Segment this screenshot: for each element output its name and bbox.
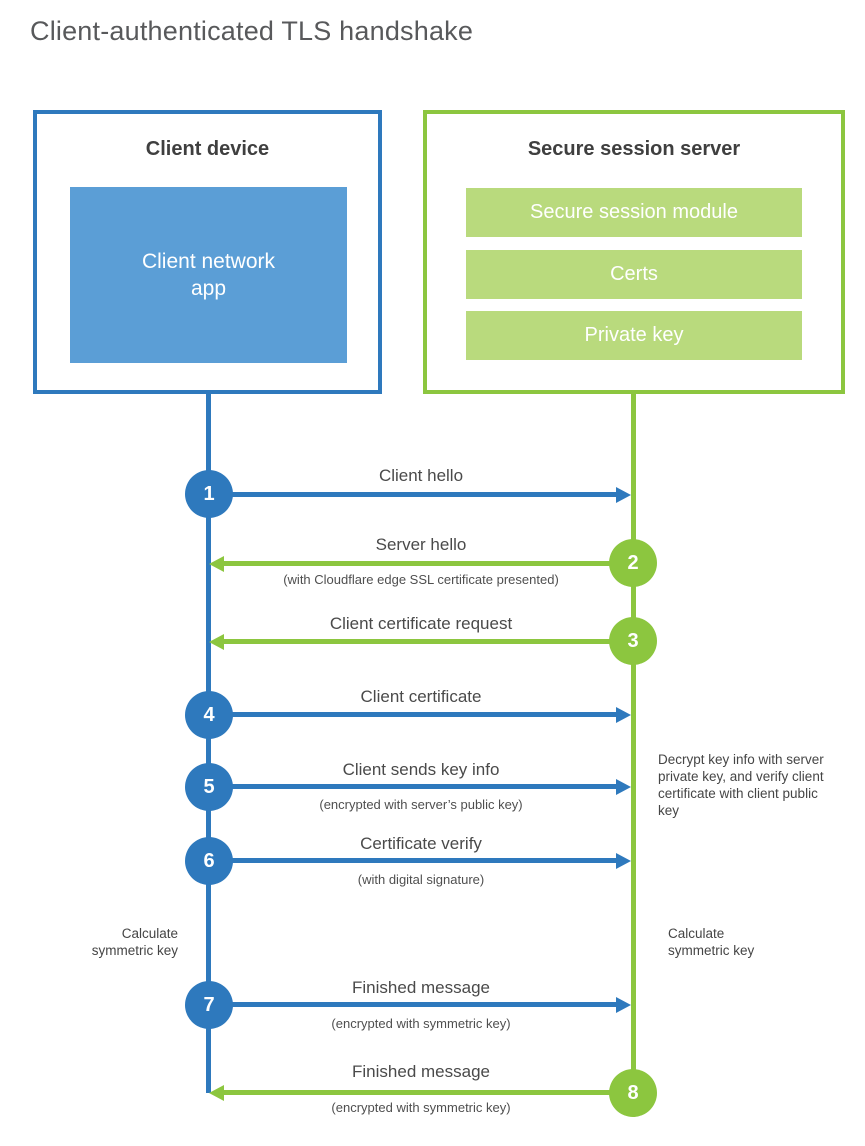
arrow-left-icon [209, 1084, 633, 1101]
arrow-right-icon [209, 852, 631, 869]
step-badge: 4 [185, 691, 233, 739]
step-label: Finished message [352, 978, 490, 997]
server-decrypt-note: Decrypt key info with server private key… [658, 752, 824, 818]
arrow-right-icon [209, 778, 631, 795]
arrow-right-icon [209, 996, 631, 1013]
client-network-app-label: Client network app [141, 249, 276, 300]
step-label: Client certificate [360, 687, 482, 706]
arrow-left-icon [209, 633, 633, 650]
client-device-title: Client device [145, 138, 270, 160]
step-label: Certificate verify [360, 834, 482, 853]
arrow-right-icon [209, 486, 631, 503]
arrow-left-icon [209, 555, 633, 572]
client-network-app-rect: Client network app [70, 187, 347, 363]
client-device-box: Client device Client network app [33, 110, 382, 394]
step-badge: 5 [185, 763, 233, 811]
step-badge: 3 [609, 617, 657, 665]
step-badge: 2 [609, 539, 657, 587]
server-calc-note: Calculate symmetric key [668, 926, 755, 958]
client-lifeline [206, 394, 211, 1093]
step-badge: 6 [185, 837, 233, 885]
step-sublabel: (encrypted with server’s public key) [319, 797, 523, 812]
step-label: Client sends key info [342, 760, 500, 779]
step-sublabel: (encrypted with symmetric key) [331, 1016, 511, 1031]
page-title: Client-authenticated TLS handshake [30, 16, 474, 46]
step-sublabel: (encrypted with symmetric key) [331, 1100, 511, 1115]
server-certs-bar: Certs [466, 250, 802, 299]
client-calc-note: Calculate symmetric key [91, 926, 178, 958]
server-box: Secure session server Secure session mod… [423, 110, 845, 394]
step-label: Client certificate request [329, 614, 513, 633]
server-module-bar: Secure session module [466, 188, 802, 237]
server-lifeline [631, 394, 636, 1093]
step-badge: 1 [185, 470, 233, 518]
server-private-key-bar: Private key [466, 311, 802, 360]
step-sublabel: (with digital signature) [357, 872, 485, 887]
step-badge: 8 [609, 1069, 657, 1117]
step-label: Client hello [378, 466, 464, 485]
step-label: Server hello [375, 535, 467, 554]
arrow-right-icon [209, 706, 631, 723]
step-sublabel: (with Cloudflare edge SSL certificate pr… [283, 572, 559, 587]
step-badge: 7 [185, 981, 233, 1029]
server-box-title: Secure session server [527, 138, 741, 160]
step-label: Finished message [352, 1062, 490, 1081]
